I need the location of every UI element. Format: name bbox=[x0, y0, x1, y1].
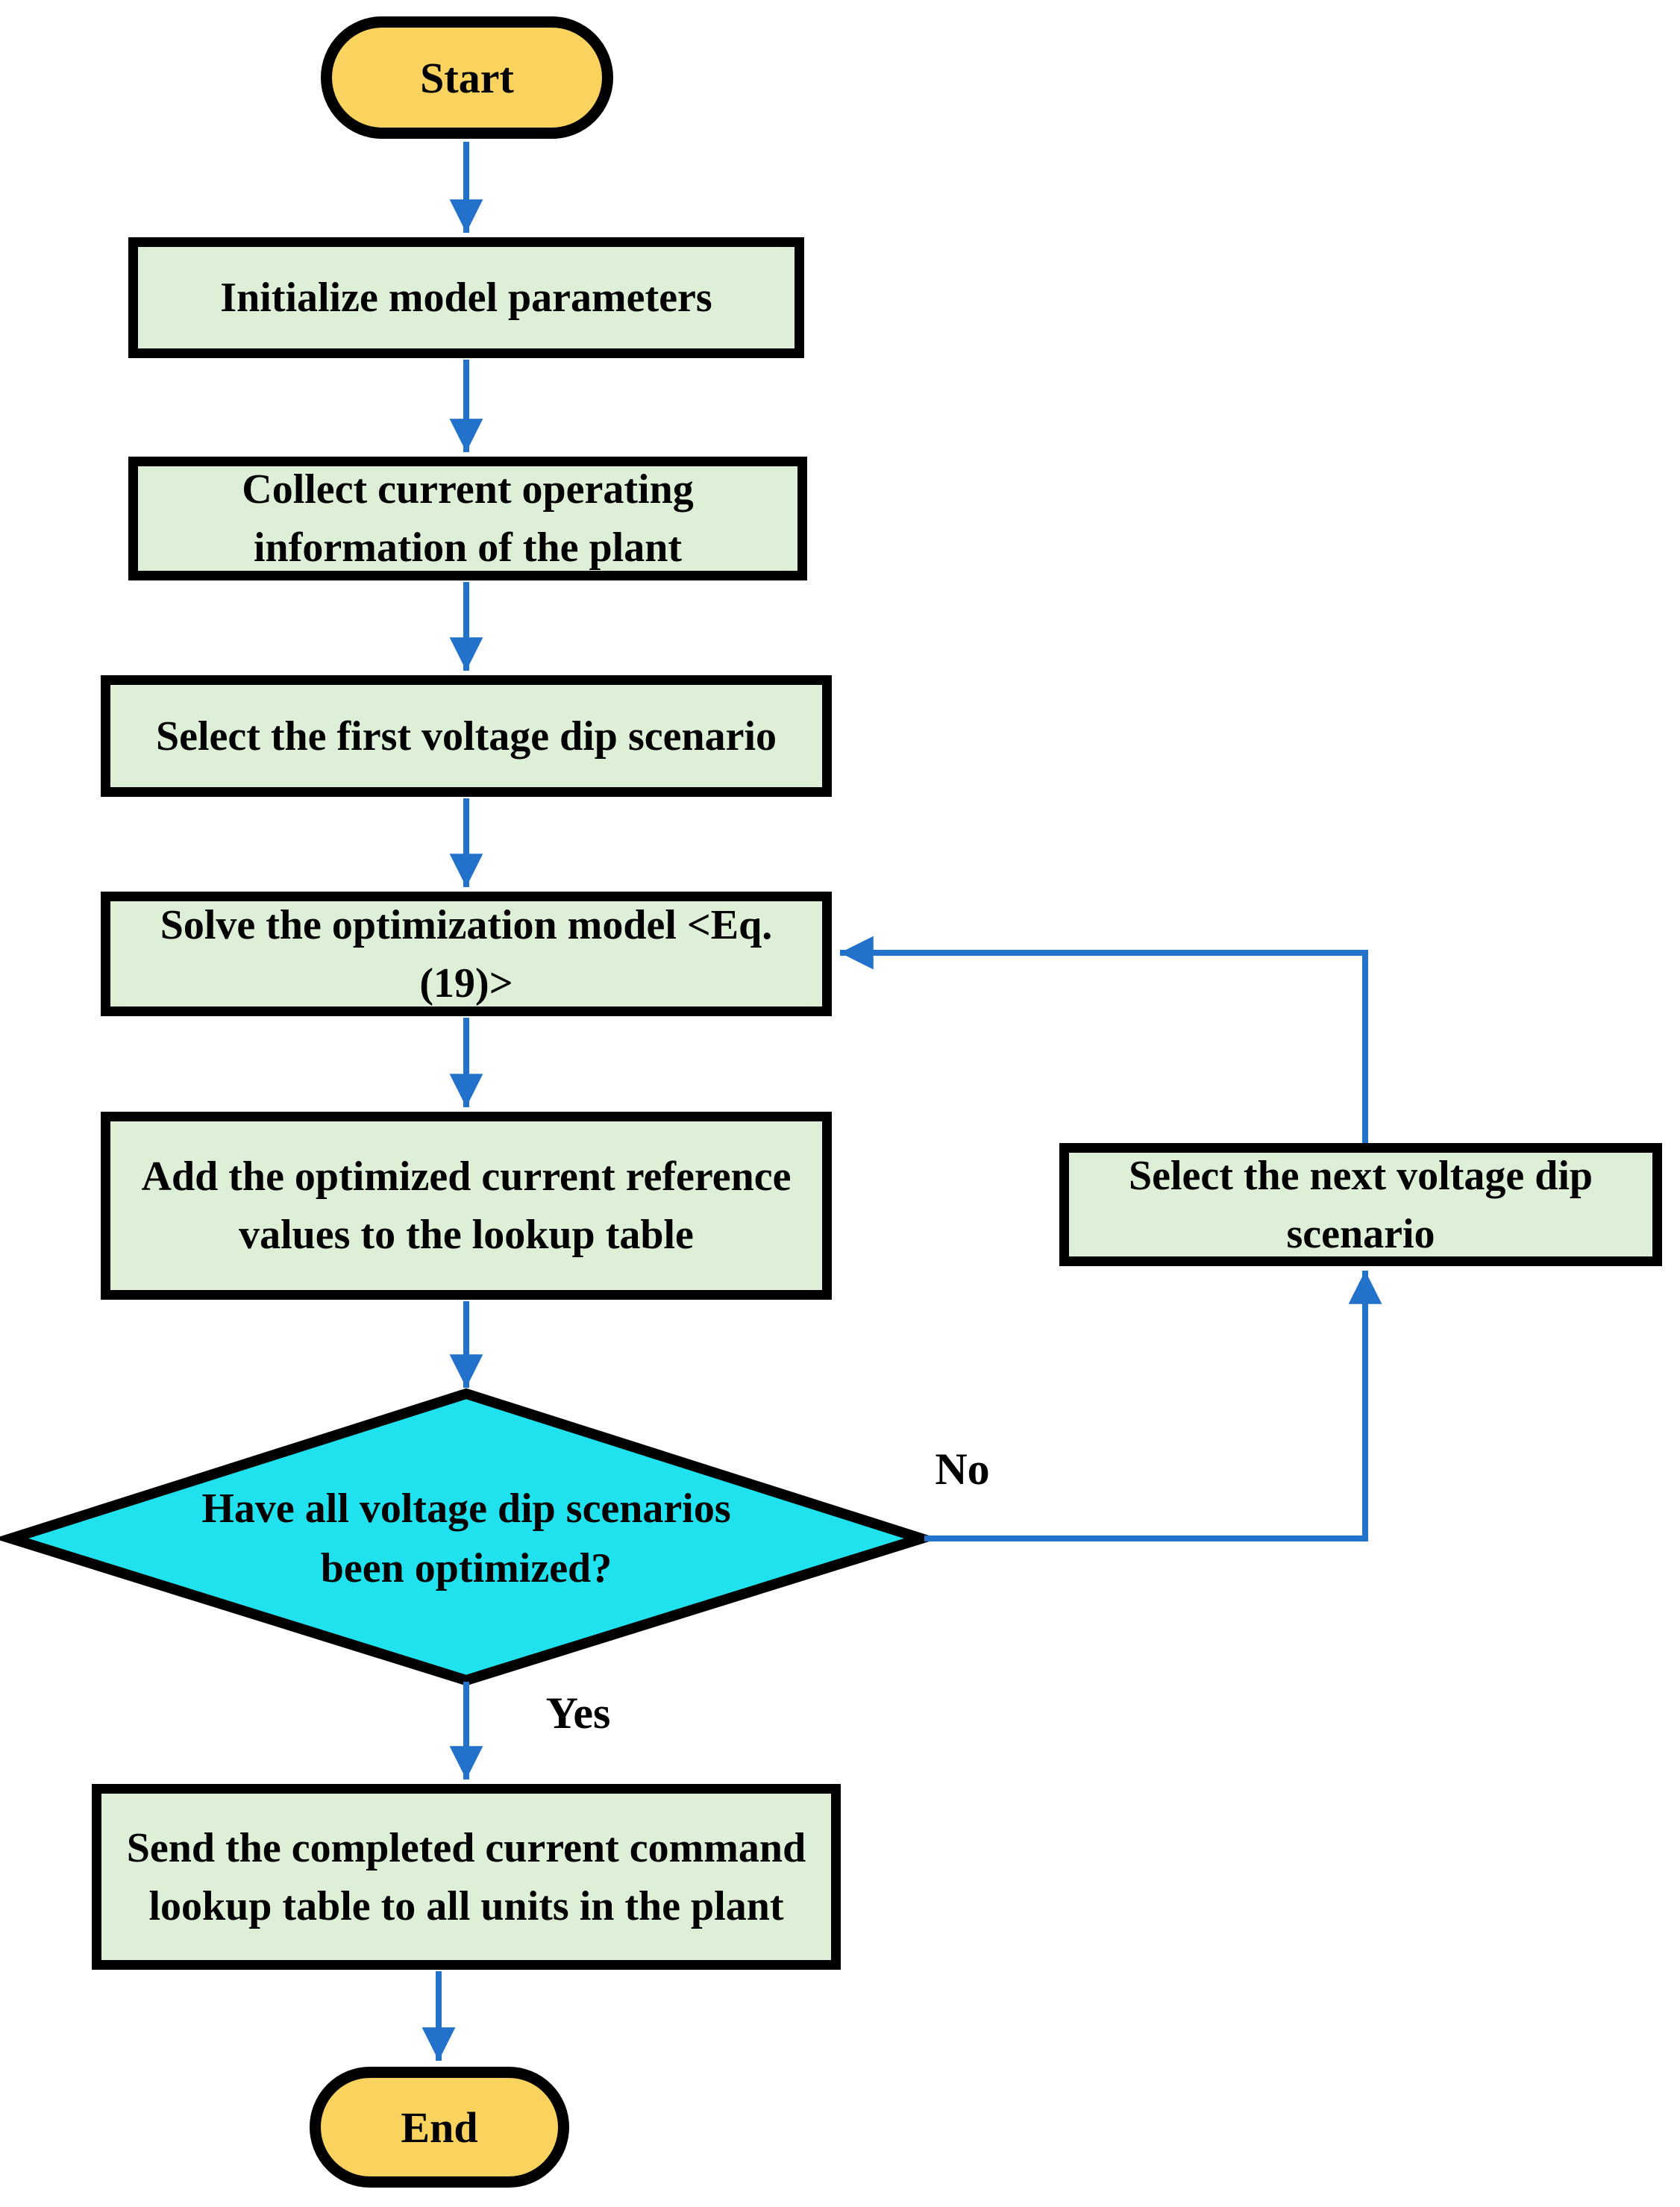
process-initialize-model-parameters: Initialize model parameters bbox=[128, 237, 804, 358]
process-label: Initialize model parameters bbox=[220, 275, 712, 321]
decision-question-label: Have all voltage dip scenarios been opti… bbox=[201, 1486, 731, 1591]
process-select-next-scenario: Select the next voltage dip scenario bbox=[1059, 1143, 1662, 1266]
yes-edge-label: Yes bbox=[545, 1688, 611, 1738]
decision-question: Have all voltage dip scenarios been opti… bbox=[160, 1455, 772, 1622]
process-select-first-scenario: Select the first voltage dip scenario bbox=[101, 675, 832, 797]
start-terminator: Start bbox=[321, 16, 613, 139]
no-branch-arrow bbox=[924, 1271, 1382, 1541]
end-terminator: End bbox=[310, 2067, 569, 2188]
process-add-to-lookup-table: Add the optimized current reference valu… bbox=[101, 1112, 832, 1300]
start-label: Start bbox=[420, 53, 514, 102]
process-solve-optimization-model: Solve the optimization model <Eq.(19)> bbox=[101, 892, 832, 1016]
process-label: Select the first voltage dip scenario bbox=[155, 713, 777, 760]
no-edge-label: No bbox=[935, 1444, 990, 1494]
process-collect-operating-information: Collect current operating information of… bbox=[128, 457, 807, 580]
loop-back-arrow bbox=[840, 936, 1368, 1144]
process-label: Add the optimized current reference valu… bbox=[141, 1153, 792, 1258]
process-label: Solve the optimization model <Eq.(19)> bbox=[160, 901, 773, 1007]
end-label: End bbox=[401, 2103, 478, 2152]
process-label: Send the completed current command looku… bbox=[126, 1824, 806, 1929]
decision-diamond bbox=[0, 1388, 939, 1686]
process-send-lookup-table: Send the completed current command looku… bbox=[92, 1784, 841, 1970]
process-label: Select the next voltage dip scenario bbox=[1128, 1152, 1593, 1257]
process-label: Collect current operating information of… bbox=[242, 466, 694, 571]
